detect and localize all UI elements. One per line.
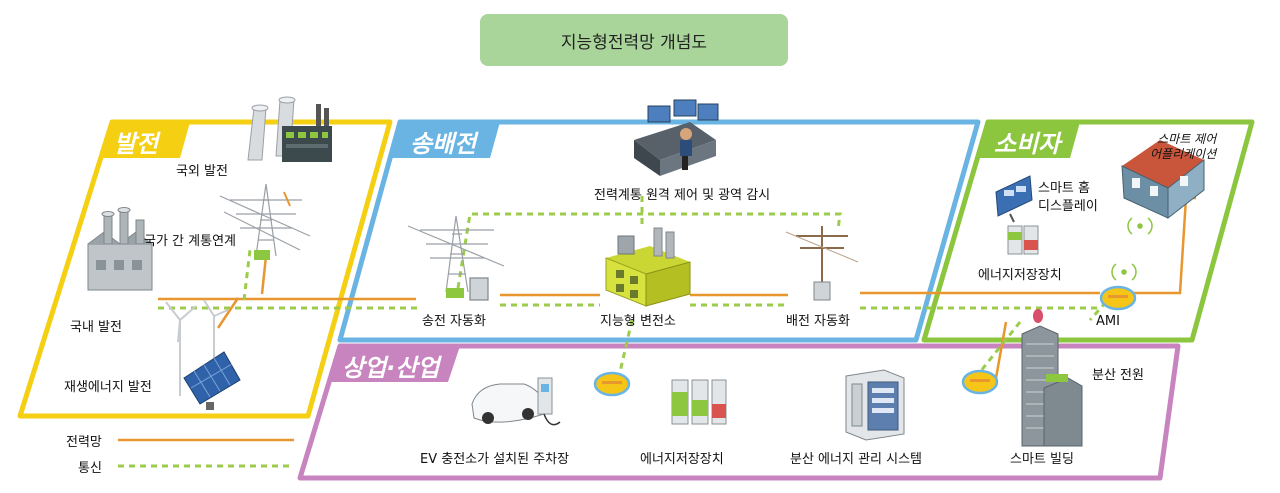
smart-meter-icons [593,285,1137,397]
smart-building-icon [1021,325,1083,447]
commerce-ess-icon [671,379,727,425]
label-distributed-power: 분산 전원 [1092,368,1144,383]
smart-home-display-icon [995,175,1033,223]
section-title-consumer: 소비자 [994,130,1061,158]
transmission-section-box [337,119,981,343]
label-renewable-power: 재생에너지 발전 [64,380,152,395]
label-smart-building: 스마트 빌딩 [1010,452,1074,467]
label-interconnection: 국가 간 계통연계 [144,234,236,249]
label-remote-control: 전력계통 원격 제어 및 광역 감시 [594,188,771,203]
label-ami: AMI [1096,314,1120,329]
generation-tab [102,122,190,158]
overseas-power-plant-icon [247,96,332,162]
label-domestic-power: 국내 발전 [70,320,122,335]
control-center-icon [634,99,719,176]
ev-charging-icon [471,377,561,426]
consumer-section-box [921,119,1255,343]
consumer-tab [978,122,1080,158]
section-title-commerce: 상업·산업 [342,354,440,382]
smart-home-house-icon [1121,140,1205,220]
dems-cabinet-icon [845,369,905,441]
smart-substation-icon [605,227,691,307]
label-transmission-automation: 송전 자동화 [422,314,486,329]
wireless-signal-icon [1111,217,1153,281]
page-title: 지능형전력망 개념도 [480,14,788,66]
label-ev-parking: EV 충전소가 설치된 주차장 [420,452,570,467]
transmission-pylon-icon [407,215,505,301]
section-title-generation: 발전 [114,130,159,158]
legend-label-power-grid: 전력망 [66,435,102,450]
label-commerce-ess: 에너지저장장치 [640,452,724,467]
domestic-power-plant-icon [87,207,153,291]
renewable-power-icon [165,299,241,410]
label-smart-home-display: 스마트 홈 디스플레이 [1038,181,1098,214]
transmission-tab [390,122,500,158]
label-smart-control-app: 스마트 제어 어플리케이션 [1150,132,1217,161]
commerce-tab [328,346,460,382]
label-smart-substation: 지능형 변전소 [600,314,676,329]
section-title-transmission: 송배전 [410,130,477,158]
generation-section-box [17,119,393,419]
label-overseas-power: 국외 발전 [176,164,228,179]
comm-lines [158,196,1108,373]
label-dems: 분산 에너지 관리 시스템 [790,452,922,467]
distributed-power-icon [1033,309,1043,323]
commerce-section-box [297,343,1181,481]
legend-label-communication: 통신 [78,461,102,476]
distribution-pole-icon [785,226,859,301]
consumer-ess-icon [1007,225,1039,255]
label-consumer-ess: 에너지저장장치 [978,268,1062,283]
interconnection-pylon-icon [219,183,311,260]
label-distribution-automation: 배전 자동화 [786,314,850,329]
